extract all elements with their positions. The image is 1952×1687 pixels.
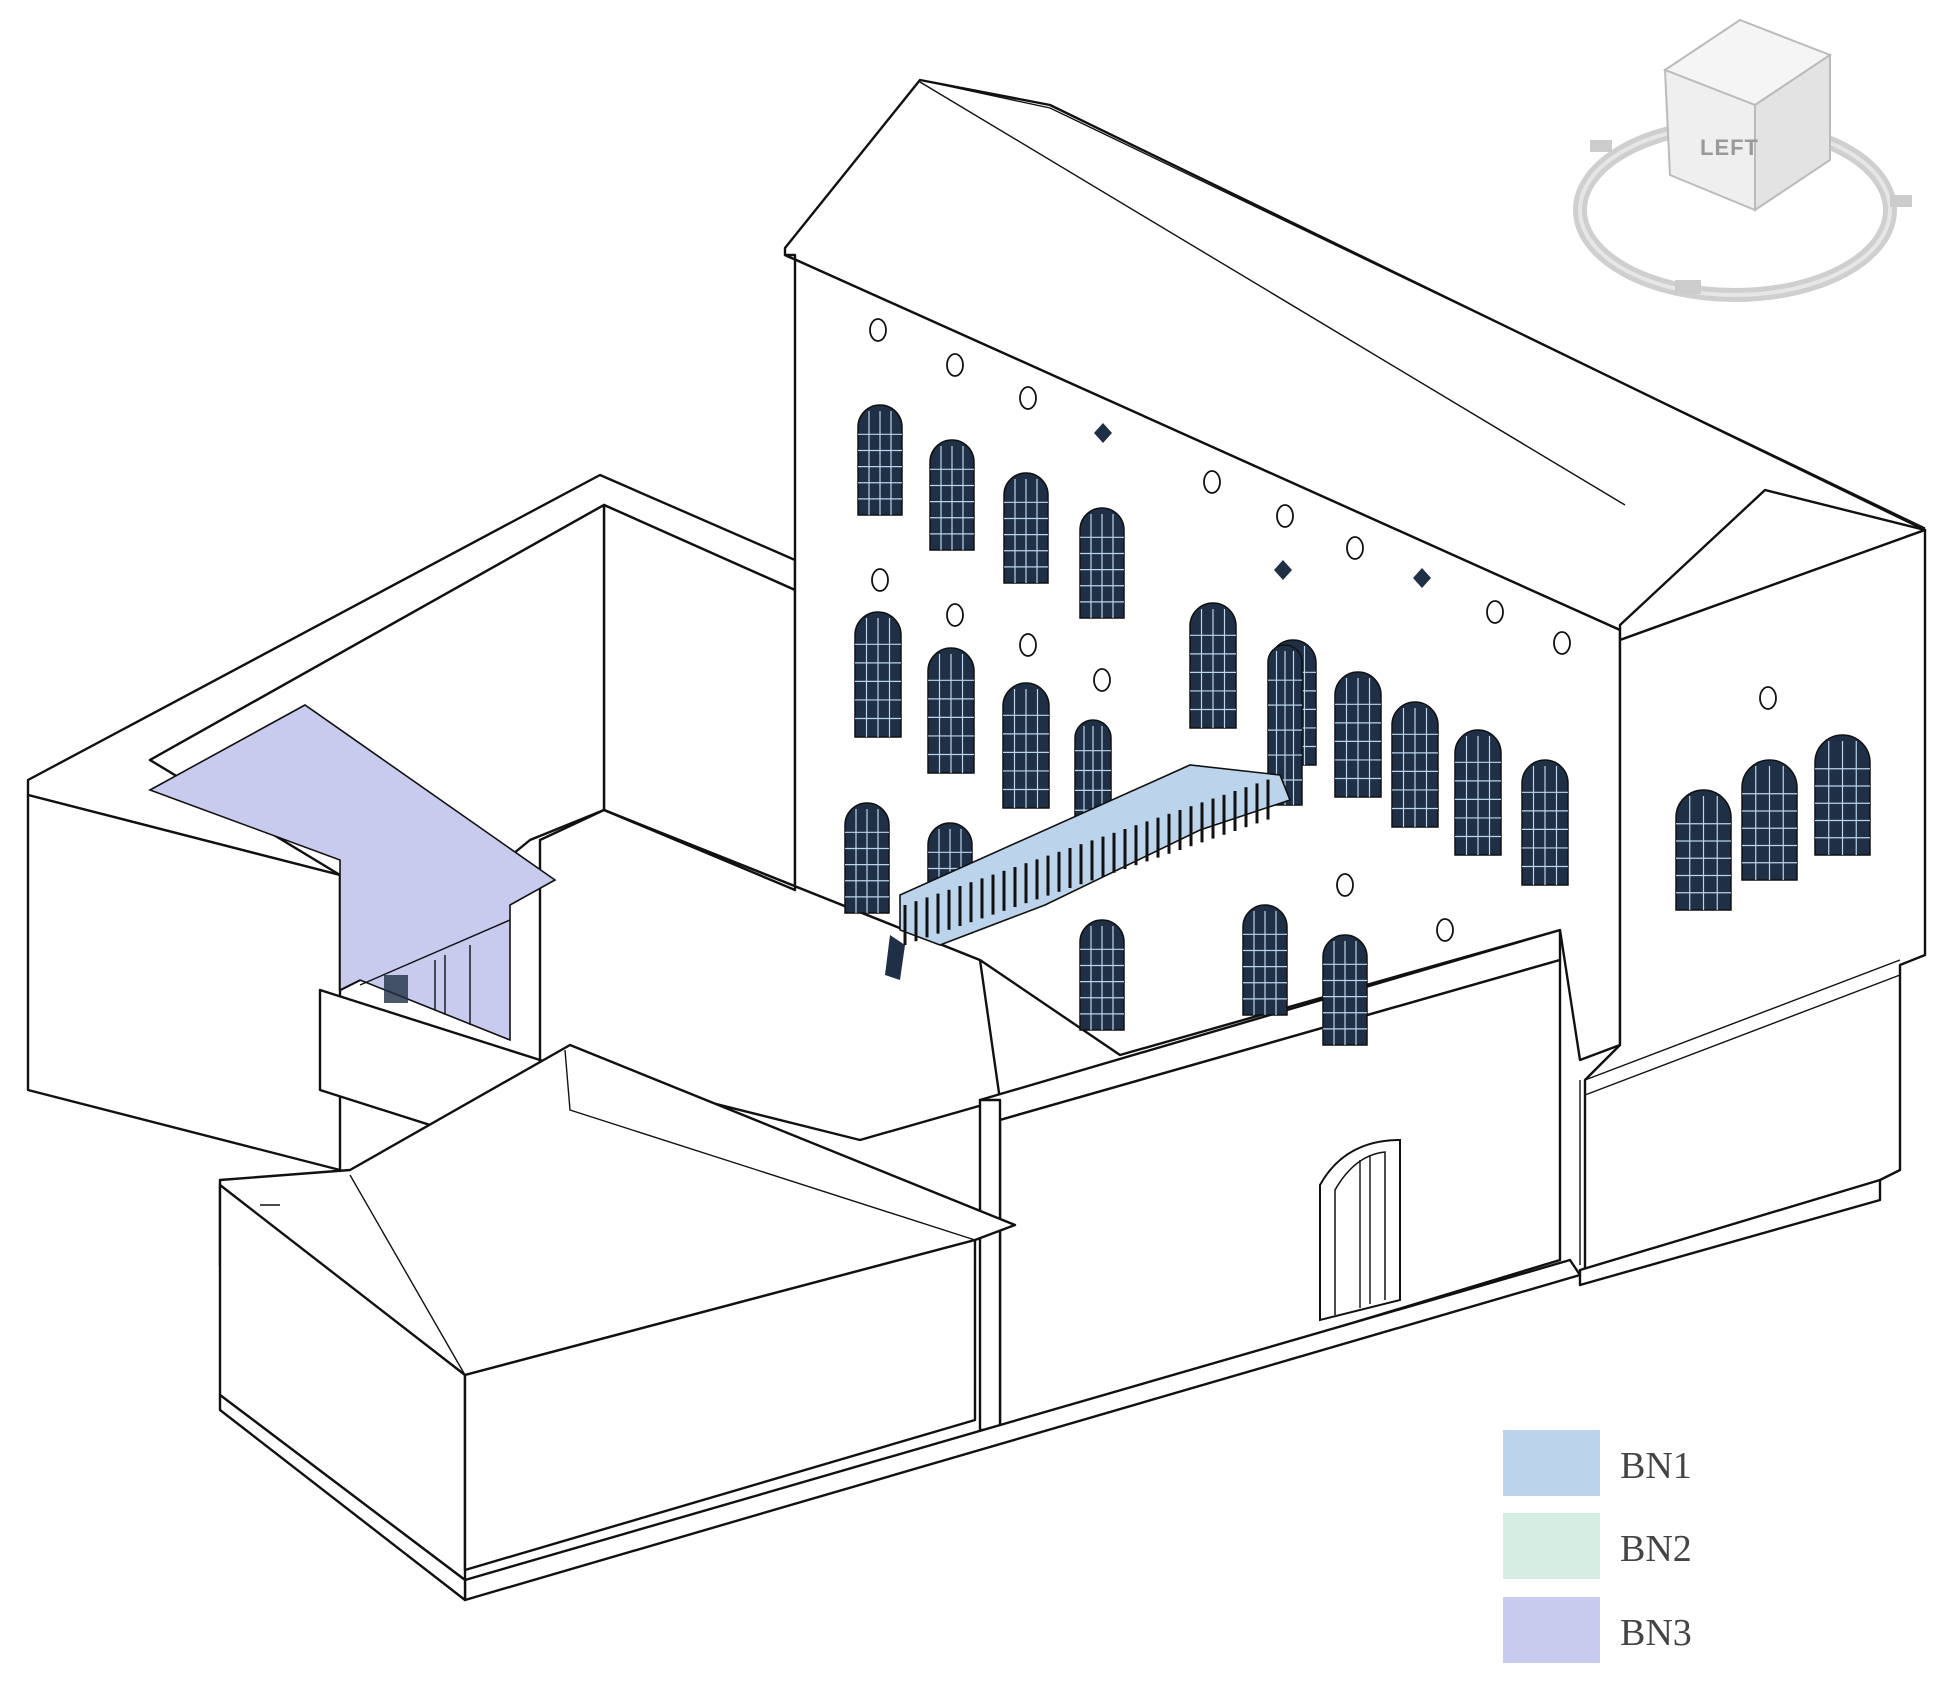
- legend-label-bn2: BN2: [1620, 1528, 1692, 1570]
- upper-window: [1003, 472, 1049, 584]
- diamond-window: [1094, 423, 1112, 443]
- middle-window: [1521, 759, 1569, 886]
- round-window: [1336, 873, 1354, 897]
- legend-swatch-bn3: [1503, 1597, 1600, 1663]
- upper-window: [929, 439, 975, 551]
- exterior-staircase: [885, 764, 1292, 980]
- bn3-roof-face: [148, 704, 557, 1042]
- bn1-round-windows: [869, 318, 1777, 942]
- lower-window: [1079, 919, 1125, 1031]
- view-cube-face-label: LEFT: [1700, 135, 1759, 160]
- legend-swatch-bn1: [1503, 1430, 1600, 1496]
- round-window: [1019, 386, 1037, 410]
- round-window: [1093, 668, 1111, 692]
- view-cube-icon[interactable]: LEFT: [1573, 18, 1912, 302]
- legend-label-bn3: BN3: [1620, 1612, 1692, 1654]
- gable-window: [1741, 759, 1798, 881]
- round-window: [1019, 633, 1037, 657]
- middle-window: [854, 611, 902, 738]
- middle-window: [1454, 729, 1502, 856]
- round-window: [946, 603, 964, 627]
- middle-window: [927, 647, 975, 774]
- gable-window: [1675, 789, 1732, 911]
- round-window: [871, 568, 889, 592]
- upper-window: [1079, 507, 1125, 619]
- arched-doorway: [1319, 1138, 1401, 1322]
- upper-window: [857, 404, 903, 516]
- middle-window: [1334, 671, 1382, 798]
- legend-swatch-bn2: [1503, 1513, 1600, 1579]
- middle-window: [1002, 682, 1050, 809]
- round-window: [946, 353, 964, 377]
- round-window: [1436, 918, 1454, 942]
- lower-window: [844, 802, 890, 914]
- round-window: [1486, 600, 1504, 624]
- round-window: [1553, 631, 1571, 655]
- round-window: [1759, 686, 1777, 710]
- middle-window: [1391, 701, 1439, 828]
- lower-window: [1242, 904, 1288, 1016]
- stair-window: [1267, 644, 1303, 806]
- middle-window: [1189, 602, 1237, 729]
- round-window: [1276, 504, 1294, 528]
- legend-label-bn1: BN1: [1620, 1445, 1692, 1487]
- diamond-window: [1274, 560, 1292, 580]
- round-window: [869, 318, 887, 342]
- round-window: [1346, 536, 1364, 560]
- gable-window: [1814, 734, 1871, 856]
- bn1-windows: [844, 404, 1871, 1046]
- bn2-building: [218, 1043, 1017, 1602]
- diamond-window: [1413, 568, 1431, 588]
- staircase-balusters: [903, 779, 1270, 945]
- round-window: [1203, 470, 1221, 494]
- legend: BN1 BN2 BN3: [1503, 1430, 1692, 1663]
- left-courtyard-walls: [26, 473, 1582, 1602]
- lower-window: [1322, 934, 1368, 1046]
- bn3-region: [148, 704, 557, 1042]
